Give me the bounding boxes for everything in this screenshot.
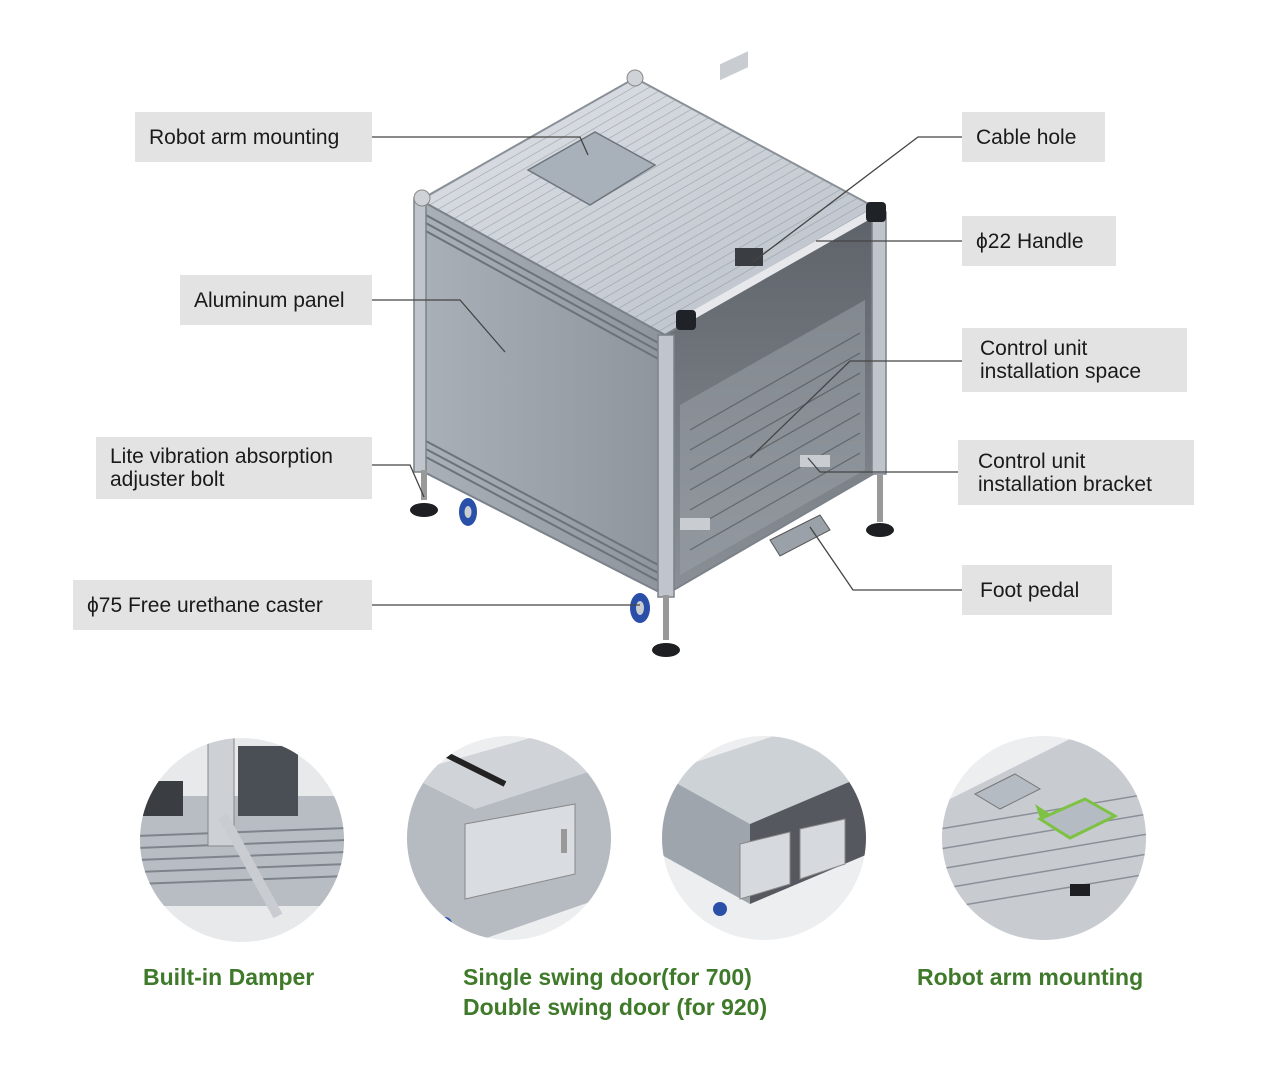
swing-door-detail-image bbox=[407, 736, 611, 940]
handle-end-right bbox=[866, 202, 886, 222]
callout-handle: ϕ22 Handle bbox=[962, 216, 1116, 266]
handle-end-left bbox=[676, 310, 696, 330]
left-post bbox=[413, 197, 427, 473]
adjuster-bolt-foot bbox=[410, 503, 438, 517]
handle-bar bbox=[684, 206, 882, 322]
adjuster-bolt-foot bbox=[652, 643, 680, 657]
callout-adjuster-bolt: Lite vibration absorption adjuster bolt bbox=[96, 437, 372, 499]
leader-lines bbox=[372, 136, 962, 606]
foot-pedal bbox=[769, 514, 831, 557]
caster-wheels bbox=[459, 498, 650, 623]
corner-cap bbox=[626, 69, 644, 87]
double-door-detail-image bbox=[662, 736, 866, 940]
interior-floor bbox=[680, 300, 865, 575]
callout-foot-pedal: Foot pedal bbox=[962, 565, 1112, 615]
callout-control-unit-space: Control unit installation space bbox=[962, 328, 1187, 392]
panel-slots bbox=[423, 213, 663, 584]
interior-floor-ribs bbox=[689, 332, 861, 551]
bracket-right-icon bbox=[800, 455, 830, 467]
control-bracket-icon bbox=[720, 51, 748, 81]
front-post bbox=[657, 334, 675, 598]
cart-illustration bbox=[372, 51, 962, 657]
callout-cable-hole: Cable hole bbox=[962, 112, 1105, 162]
robot-mount-detail-image bbox=[942, 736, 1146, 940]
caption-swing-door: Single swing door(for 700) Double swing … bbox=[463, 964, 768, 1020]
caption-robot-arm-mounting: Robot arm mounting bbox=[917, 964, 1144, 990]
caption-built-in-damper: Built-in Damper bbox=[143, 964, 315, 990]
damper-detail-image bbox=[140, 738, 344, 942]
callout-caster: ϕ75 Free urethane caster bbox=[73, 580, 372, 630]
adjuster-bolt-foot bbox=[866, 523, 894, 537]
corner-cap bbox=[413, 189, 431, 207]
callout-robot-arm-mounting: Robot arm mounting bbox=[135, 112, 372, 162]
callout-control-unit-bracket: Control unit installation bracket bbox=[958, 440, 1194, 505]
cable-hole bbox=[735, 248, 763, 266]
robot-mount-plate bbox=[526, 131, 657, 206]
right-post bbox=[871, 211, 887, 475]
bracket-left-icon bbox=[680, 518, 710, 530]
callout-aluminum-panel: Aluminum panel bbox=[180, 275, 372, 325]
